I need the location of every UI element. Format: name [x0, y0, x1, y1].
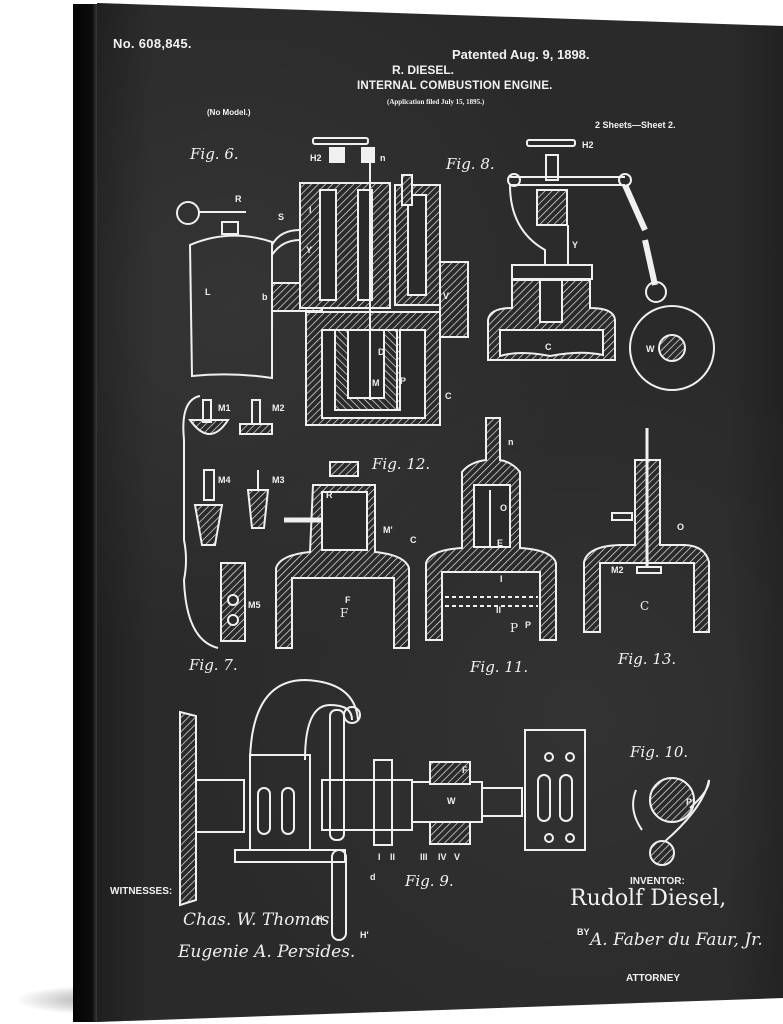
- fig7-part-m5: M5: [248, 600, 261, 610]
- fig12-part-f: F: [345, 595, 351, 605]
- fig7-part-m3: M3: [272, 475, 285, 485]
- fig9-part-f: F: [462, 765, 468, 775]
- svg-text:F: F: [340, 606, 348, 620]
- witness-signature-1: Chas. W. Thomas.: [183, 910, 335, 930]
- fig8-part-c: C: [545, 342, 552, 352]
- figure-13-label: Fig. 13.: [618, 650, 677, 668]
- sheet-note: 2 Sheets—Sheet 2.: [595, 120, 676, 130]
- fig9-part-d: d: [370, 872, 376, 882]
- fig6-part-m: M: [372, 378, 380, 388]
- model-note: (No Model.): [207, 108, 251, 117]
- fig6-part-p: P: [400, 376, 407, 386]
- fig6-part-r: R: [235, 194, 242, 204]
- fig6-part-d: D: [378, 347, 385, 357]
- fig12-part-m-prime: M': [383, 525, 393, 535]
- figure-10-label: Fig. 10.: [630, 743, 689, 761]
- fig13-part-m2: M2: [611, 565, 624, 575]
- figure-9-drawing: [180, 680, 585, 940]
- inventor-heading: R. DIESEL.: [392, 63, 455, 77]
- figure-10-drawing: [633, 778, 709, 865]
- fig8-part-y: Y: [572, 240, 579, 250]
- figure-11-label: Fig. 11.: [470, 658, 529, 676]
- svg-text:C: C: [640, 599, 649, 613]
- figure-7-label: Fig. 7.: [189, 656, 238, 674]
- canvas-side-edge: [73, 4, 97, 1022]
- application-note: (Application filed July 15, 1895.): [387, 98, 485, 106]
- fig9-part-iii: III: [420, 852, 428, 862]
- figure-13-drawing: C: [584, 428, 709, 632]
- figure-12-label: Fig. 12.: [372, 455, 431, 473]
- fig9-part-h: H: [316, 914, 323, 924]
- fig9-part-v: V: [454, 852, 461, 862]
- by-label: BY: [577, 927, 590, 937]
- fig9-part-ii: II: [390, 852, 396, 862]
- figure-8-label: Fig. 8.: [446, 155, 495, 173]
- figure-8-drawing: [488, 140, 714, 390]
- fig11-part-o: O: [500, 503, 508, 513]
- fig6-part-n: n: [380, 153, 386, 163]
- attorney-signature: A. Faber du Faur, Jr.: [590, 930, 763, 950]
- figure-9-label: Fig. 9.: [405, 872, 454, 890]
- fig11-part-n: n: [508, 437, 514, 447]
- fig11-part-i: I: [500, 574, 503, 584]
- inventor-label: INVENTOR:: [630, 876, 685, 887]
- fig6-part-y: Y: [306, 245, 313, 255]
- fig7-part-m4: M4: [218, 475, 231, 485]
- fig9-part-i: I: [378, 852, 381, 862]
- witnesses-label: WITNESSES:: [110, 886, 173, 897]
- inventor-name: Rudolf Diesel,: [570, 886, 727, 911]
- attorney-label: ATTORNEY: [626, 973, 681, 984]
- figure-11-drawing: P: [426, 418, 556, 640]
- fig6-part-v: V: [443, 291, 450, 301]
- witness-signature-2: Eugenie A. Persides.: [178, 942, 356, 962]
- fig9-part-w: W: [447, 796, 456, 806]
- fig6-part-b: b: [262, 292, 268, 302]
- fig8-part-w: W: [646, 344, 655, 354]
- fig6-weight: [177, 202, 199, 224]
- fig10-part-p: P: [686, 797, 693, 807]
- fig6-part-c: C: [445, 391, 452, 401]
- fig6-part-s: S: [278, 212, 285, 222]
- figure-6-drawing: [177, 138, 468, 425]
- patented-date: Patented Aug. 9, 1898.: [452, 47, 590, 62]
- fig9-part-iv: IV: [438, 852, 447, 862]
- fig6-part-l-small: l: [309, 205, 312, 215]
- fig11-part-ii: II: [496, 605, 502, 615]
- fig7-part-m2: M2: [272, 403, 285, 413]
- fig11-part-e: E: [497, 538, 504, 548]
- fig6-tank-l: [190, 236, 272, 378]
- fig11-part-p: P: [525, 620, 532, 630]
- figure-12-drawing: F: [276, 462, 409, 648]
- fig7-part-m1: M1: [218, 403, 231, 413]
- patent-title: INTERNAL COMBUSTION ENGINE.: [357, 80, 553, 92]
- fig6-part-l: L: [205, 287, 211, 297]
- fig6-part-h2: H2: [310, 153, 322, 163]
- figure-6-label: Fig. 6.: [190, 145, 239, 163]
- fig12-part-r: R: [326, 490, 333, 500]
- fig9-part-h-prime: H': [360, 930, 369, 940]
- fig12-part-c: C: [410, 535, 417, 545]
- fig13-part-o: O: [677, 522, 685, 532]
- fig8-part-h2: H2: [582, 140, 594, 150]
- svg-text:P: P: [510, 621, 518, 635]
- figure-7-drawing: [183, 396, 272, 648]
- patent-number: No. 608,845.: [113, 36, 192, 51]
